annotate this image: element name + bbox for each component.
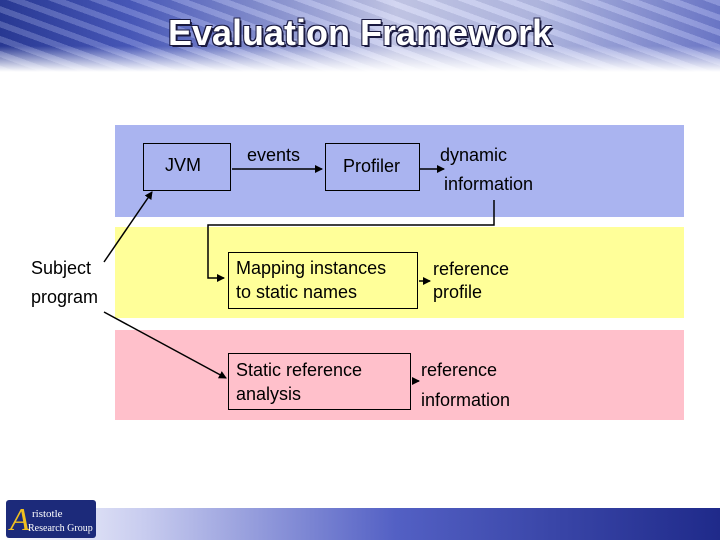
jvm-label: JVM (165, 155, 201, 175)
banner-fade (0, 46, 720, 72)
refinfo-label-line1: reference (421, 360, 498, 380)
dynamic-label-line1: dynamic (440, 145, 508, 165)
slide-title: Evaluation Framework (167, 12, 553, 53)
footer-bar (0, 508, 720, 540)
profiler-box (325, 143, 420, 191)
dynamic-label-line2: information (444, 174, 534, 194)
subject-to-jvm-arrow (103, 191, 153, 263)
profiler-label: Profiler (343, 156, 401, 176)
jvm-box (143, 143, 231, 191)
dynamic-to-mapping-arrow (207, 200, 495, 282)
static-label-line2: analysis (236, 384, 302, 404)
static-label-line1: Static reference (236, 360, 363, 380)
band-dynamic (115, 125, 684, 217)
subject-label-line2: program (31, 287, 99, 307)
refinfo-label-line2: information (421, 390, 511, 410)
logo-text-bottom: Research Group (28, 523, 93, 534)
mapping-label-line1: Mapping instances (236, 258, 387, 278)
subject-to-static-arrow (103, 311, 227, 379)
logo-text-top: ristotle (32, 508, 63, 520)
mapping-box (228, 252, 418, 309)
aristotle-logo-icon: A ristotle Research Group (6, 500, 96, 538)
static-analysis-box (228, 353, 411, 410)
band-static (115, 330, 684, 420)
refprofile-label-line2: profile (433, 282, 483, 302)
events-label: events (247, 145, 301, 165)
mapping-label-line2: to static names (236, 282, 358, 302)
refprofile-label-line1: reference (433, 259, 510, 279)
svg-text:A: A (8, 501, 30, 537)
band-mapping (115, 227, 684, 318)
title-banner (0, 0, 720, 72)
subject-label-line1: Subject (31, 258, 92, 278)
